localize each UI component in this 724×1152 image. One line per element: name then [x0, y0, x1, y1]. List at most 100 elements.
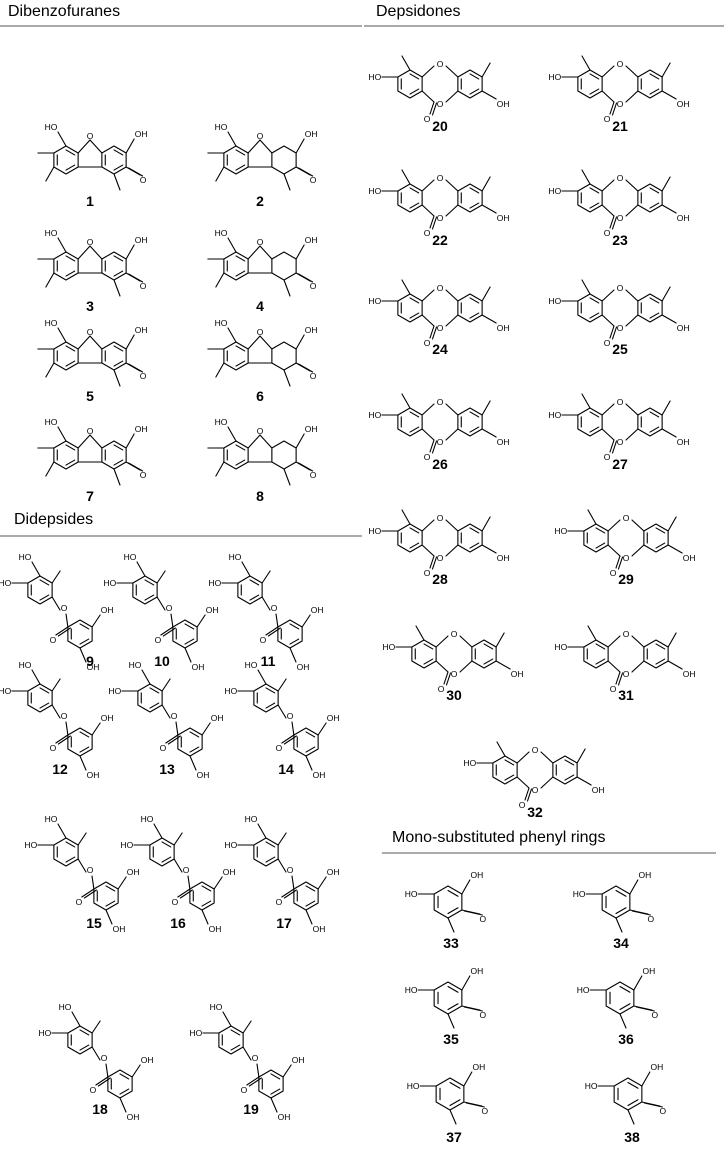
atom-label: OH [511, 669, 524, 679]
atom-label: O [140, 281, 147, 291]
compound-label: 16 [170, 915, 186, 931]
atom-label: O [617, 283, 624, 293]
atom-label: O [623, 629, 630, 639]
atom-label: O [140, 371, 147, 381]
compound-label: 24 [432, 341, 448, 357]
atom-label: O [480, 914, 487, 924]
atom-label: HO [369, 186, 382, 196]
compound-label: 14 [278, 761, 294, 777]
atom-label: HO [549, 72, 562, 82]
atom-label: OH [127, 1112, 140, 1122]
atom-label: O [451, 629, 458, 639]
atom-label: HO [585, 1081, 598, 1091]
atom-label: O [260, 635, 267, 645]
atom-label: O [90, 1085, 97, 1095]
atom-label: OH [677, 99, 690, 109]
atom-label: O [61, 603, 68, 613]
atom-label: O [241, 1085, 248, 1095]
atom-label: O [617, 59, 624, 69]
atom-label: OH [313, 770, 326, 780]
atom-label: O [617, 213, 624, 223]
atom-label: HO [225, 686, 238, 696]
compound-label: 11 [261, 653, 276, 669]
compound-label: 26 [432, 456, 448, 472]
atom-label: OH [305, 129, 318, 139]
compound-label: 9 [86, 653, 94, 669]
atom-label: O [617, 397, 624, 407]
atom-label: HO [549, 186, 562, 196]
compound-label: 1 [86, 193, 94, 209]
atom-label: HO [215, 228, 228, 238]
structures-layer: OHOOHOOHOOHOOHOOHOOHOOHOOHOOHOOHOOHOOHOO… [0, 55, 696, 1125]
compound-label: 27 [612, 456, 628, 472]
atom-label: O [424, 114, 431, 124]
atom-label: HO [45, 318, 58, 328]
atom-label: O [617, 323, 624, 333]
atom-label: OH [141, 1055, 154, 1065]
atom-label: O [140, 175, 147, 185]
atom-label: OH [327, 713, 340, 723]
atom-label: HO [45, 122, 58, 132]
compound-label: 3 [86, 298, 94, 314]
atom-label: OH [101, 605, 114, 615]
atom-label: O [604, 338, 611, 348]
compound-label: 34 [613, 935, 629, 951]
atom-label: O [155, 635, 162, 645]
atom-label: O [87, 237, 94, 247]
compound-label: 10 [154, 653, 170, 669]
atom-label: HO [121, 840, 134, 850]
atom-label: OH [683, 553, 696, 563]
atom-label: HO [383, 642, 396, 652]
atom-label: OH [638, 870, 651, 880]
atom-label: O [437, 173, 444, 183]
atom-label: HO [45, 228, 58, 238]
atom-label: O [604, 452, 611, 462]
compound-label: 18 [92, 1101, 108, 1117]
atom-label: HO [369, 526, 382, 536]
atom-label: HO [555, 526, 568, 536]
atom-label: OH [87, 770, 100, 780]
atom-label: OH [197, 770, 210, 780]
atom-label: O [87, 865, 94, 875]
atom-label: O [437, 437, 444, 447]
compound-label: 33 [443, 935, 459, 951]
atom-label: O [76, 897, 83, 907]
atom-label: HO [0, 686, 12, 696]
atom-label: OH [470, 870, 483, 880]
atom-label: O [287, 711, 294, 721]
atom-label: OH [677, 323, 690, 333]
atom-label: HO [104, 578, 117, 588]
atom-label: OH [209, 924, 222, 934]
atom-label: HO [210, 1002, 223, 1012]
atom-label: OH [135, 325, 148, 335]
atom-label: OH [327, 867, 340, 877]
compound-label: 35 [443, 1031, 459, 1047]
compound-label: 38 [624, 1129, 640, 1145]
atom-label: O [482, 1106, 489, 1116]
section-title-dibenzofuranes: Dibenzofuranes [8, 3, 120, 20]
atom-label: HO [209, 578, 222, 588]
atom-label: O [437, 99, 444, 109]
atom-label: HO [405, 985, 418, 995]
atom-label: OH [592, 785, 605, 795]
compound-label: 20 [432, 118, 448, 134]
atom-label: O [257, 426, 264, 436]
atom-label: O [610, 684, 617, 694]
atom-label: O [437, 59, 444, 69]
